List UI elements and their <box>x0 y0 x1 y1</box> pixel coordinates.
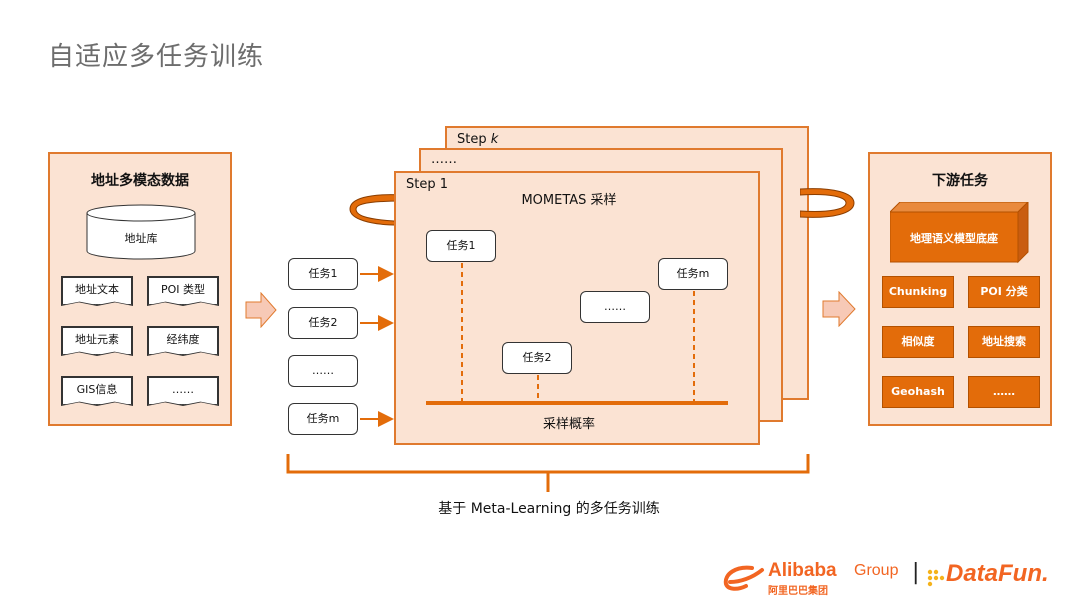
sampled-task-2: 任务2 <box>502 342 572 374</box>
source-data-panel: 地址多模态数据 地址库 地址文本 POI 类型 地址元素 经纬度 GIS信息 …… <box>48 152 232 426</box>
input-task-1: 任务1 <box>288 258 358 290</box>
step-1-label: Step 1 <box>406 177 449 192</box>
alibaba-swoosh-icon <box>723 565 764 591</box>
sampling-lines <box>426 263 728 405</box>
step-k-label: Step k <box>457 132 499 147</box>
input-arrows <box>360 266 394 427</box>
datafun-wordmark: DataFun. <box>946 560 1049 587</box>
sampled-task-ellipsis: …… <box>580 291 650 323</box>
page-title: 自适应多任务训练 <box>48 42 265 72</box>
doc-poi-type: POI 类型 <box>148 277 218 305</box>
downstream-task-chunking: Chunking <box>882 276 954 308</box>
alibaba-group-word: Group <box>854 562 899 579</box>
downstream-task-geohash: Geohash <box>882 376 954 408</box>
model-base-box <box>890 202 1029 264</box>
source-data-title: 地址多模态数据 <box>91 173 189 189</box>
mometas-title: MOMETAS 采样 <box>521 193 617 208</box>
flow-arrow-right-icon <box>822 291 856 327</box>
sampled-task-m: 任务m <box>658 258 728 290</box>
alibaba-logo: Alibaba Group 阿里巴巴集团 <box>722 558 912 597</box>
downstream-task-ellipsis: …… <box>968 376 1040 408</box>
downstream-task-similarity: 相似度 <box>882 326 954 358</box>
flow-arrow-left-icon <box>245 292 277 328</box>
bottom-bracket <box>286 454 810 492</box>
downstream-title: 下游任务 <box>932 173 988 189</box>
database-label: 地址库 <box>124 232 158 245</box>
datafun-logo: DataFun. <box>926 560 1066 596</box>
sampling-probability-label: 采样概率 <box>542 417 595 432</box>
doc-address-text: 地址文本 <box>62 277 132 305</box>
datafun-dots-icon <box>927 569 945 587</box>
model-base-label: 地理语义模型底座 <box>910 232 998 245</box>
rotate-band-right-icon <box>800 188 855 218</box>
downstream-task-address-search: 地址搜索 <box>968 326 1040 358</box>
downstream-panel: 下游任务 地理语义模型底座 Chunking POI 分类 相似度 地址搜索 G… <box>868 152 1052 426</box>
database-icon <box>86 204 196 260</box>
step-ellipsis-label: …… <box>431 152 457 167</box>
logo-separator: | <box>912 560 920 585</box>
alibaba-wordmark: Alibaba <box>768 560 837 581</box>
doc-gis-info: GIS信息 <box>62 377 132 405</box>
input-task-ellipsis: …… <box>288 355 358 387</box>
downstream-task-poi-classify: POI 分类 <box>968 276 1040 308</box>
step-1-card: Step 1 MOMETAS 采样 任务1 任务2 …… 任务m 采样概率 <box>394 171 760 445</box>
input-task-2: 任务2 <box>288 307 358 339</box>
meta-learning-caption: 基于 Meta-Learning 的多任务训练 <box>438 501 660 517</box>
sampled-task-1: 任务1 <box>426 230 496 262</box>
alibaba-cn-word: 阿里巴巴集团 <box>768 586 828 597</box>
doc-lat-lng: 经纬度 <box>148 327 218 355</box>
doc-address-element: 地址元素 <box>62 327 132 355</box>
input-task-m: 任务m <box>288 403 358 435</box>
doc-ellipsis: …… <box>148 377 218 405</box>
